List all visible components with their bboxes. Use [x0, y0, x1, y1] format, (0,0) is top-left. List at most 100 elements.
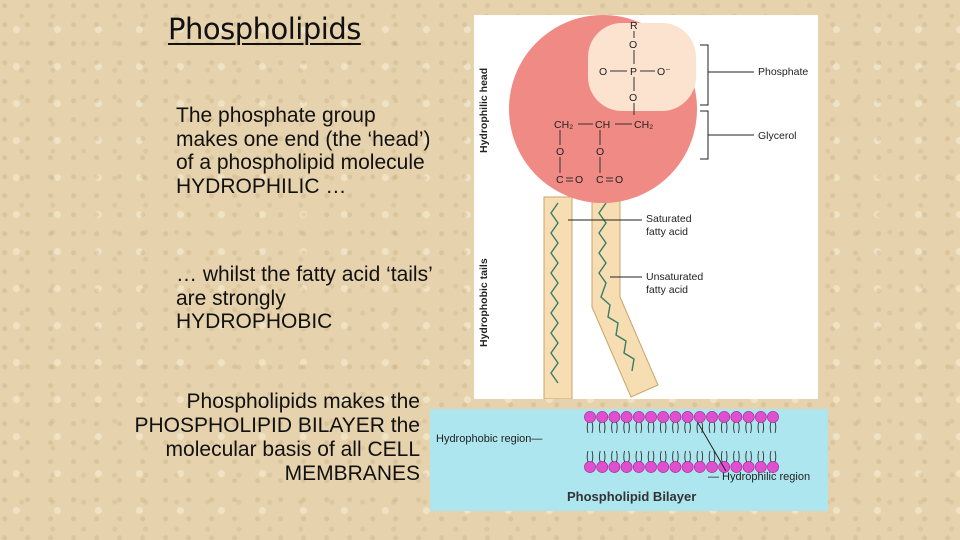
- bilayer-tail-bottom-5: [647, 450, 650, 463]
- bilayer-description: Phospholipids makes the PHOSPHOLIPID BIL…: [134, 390, 420, 485]
- bilayer-head-top-11: [718, 411, 731, 423]
- bilayer-head-top-8: [681, 411, 694, 423]
- bilayer-tail-top-6: [664, 421, 667, 434]
- bilayer-tail-bottom-3: [628, 450, 630, 463]
- bilayer-head-top-10: [706, 411, 718, 423]
- bilayer-tail-top-3: [628, 421, 630, 434]
- bilayer-tail-top-5: [652, 421, 655, 434]
- hydrophilic-head-label: Hydrophilic head: [478, 68, 490, 153]
- bilayer-tail-top-0: [586, 421, 589, 434]
- bilayer-tail-top-1: [598, 421, 601, 434]
- glycerol-label: Glycerol: [758, 130, 797, 142]
- bilayer-tail-bottom-8: [684, 450, 687, 463]
- bilayer-tail-bottom-10: [713, 450, 716, 463]
- bilayer-head-bottom-9: [693, 461, 706, 473]
- bilayer-tail-bottom-7: [672, 450, 674, 463]
- bilayer-tail-top-5: [647, 421, 650, 434]
- bilayer-caption: Phospholipid Bilayer: [567, 489, 696, 504]
- bilayer-head-bottom-8: [681, 461, 694, 473]
- saturated-tail: [543, 196, 573, 400]
- bilayer-tail-bottom-4: [640, 450, 643, 463]
- bilayer-tail-bottom-0: [591, 450, 594, 463]
- bilayer-tail-top-2: [611, 421, 613, 434]
- bilayer-tail-top-0: [591, 421, 594, 434]
- bilayer-tail-top-1: [603, 421, 606, 434]
- bilayer-head-bottom-4: [632, 461, 645, 473]
- atom-c-right: C: [596, 174, 604, 186]
- bilayer-tail-top-10: [708, 421, 711, 434]
- bilayer-head-bottom-3: [620, 461, 633, 473]
- atom-o-ester-left: O: [556, 146, 564, 158]
- bilayer-tail-top-8: [684, 421, 687, 434]
- bilayer-head-bottom-12: [730, 461, 743, 473]
- bilayer-head-top-4: [632, 411, 645, 423]
- bilayer-head-bottom-14: [754, 461, 767, 473]
- bilayer-tail-bottom-2: [615, 450, 618, 463]
- bilayer-tail-bottom-15: [774, 450, 777, 463]
- atom-ch2-right: CH₂: [634, 119, 653, 131]
- unsaturated-zigzag: [598, 202, 635, 372]
- bilayer-head-top-1: [596, 411, 609, 423]
- atom-o-mid: O: [575, 174, 583, 186]
- bilayer-tail-bottom-11: [725, 450, 728, 463]
- saturated-label-1: Saturated: [646, 213, 692, 225]
- bilayer-head-bottom-2: [608, 461, 621, 473]
- bilayer-tail-top-11: [720, 421, 723, 434]
- bilayer-tail-top-14: [757, 421, 760, 434]
- bilayer-tail-bottom-12: [737, 450, 740, 463]
- bilayer-head-bottom-13: [742, 461, 755, 473]
- bilayer-tail-bottom-3: [623, 450, 626, 463]
- atom-o-bottom: O: [629, 92, 637, 104]
- bilayer-tail-top-15: [774, 421, 777, 434]
- bilayer-tail-top-7: [672, 421, 674, 434]
- bilayer-tail-bottom-1: [598, 450, 601, 463]
- molecule-svg: R O O P O⁻ O CH₂ CH CH₂ O O C O C O: [478, 15, 808, 400]
- bilayer-head-top-14: [754, 411, 767, 423]
- bilayer-tail-bottom-2: [611, 450, 613, 463]
- bilayer-tail-top-9: [701, 421, 704, 434]
- bilayer-tail-top-14: [762, 421, 765, 434]
- bilayer-head-bottom-6: [657, 461, 670, 473]
- atom-ch2-left: CH₂: [554, 119, 573, 131]
- bilayer-tail-bottom-12: [733, 450, 735, 463]
- bilayer-head-top-6: [657, 411, 670, 423]
- bilayer-head-top-12: [730, 411, 743, 423]
- bilayer-head-top-9: [693, 411, 706, 423]
- bilayer-tail-bottom-6: [664, 450, 667, 463]
- bilayer-head-top-15: [767, 411, 779, 423]
- bilayer-head-top-3: [620, 411, 633, 423]
- bilayer-tail-bottom-14: [757, 450, 760, 463]
- bilayer-tail-bottom-8: [689, 450, 691, 463]
- molecule-atoms: R O O P O⁻ O CH₂ CH CH₂ O O C O C O: [554, 20, 671, 186]
- atom-o-left: O: [599, 66, 607, 78]
- bilayer-tail-top-8: [689, 421, 691, 434]
- bilayer-tail-top-3: [623, 421, 626, 434]
- bilayer-tail-top-9: [696, 421, 699, 434]
- bilayer-head-bottom-15: [767, 461, 779, 473]
- bilayer-tail-top-12: [737, 421, 740, 434]
- bilayer-tail-bottom-10: [708, 450, 711, 463]
- hydrophilic-region-label: — Hydrophilic region: [708, 471, 810, 483]
- bilayer-tail-bottom-9: [701, 450, 704, 463]
- phospholipid-bilayer-diagram: Hydrophobic region— — Hydrophilic region…: [430, 409, 828, 511]
- bilayer-tail-bottom-1: [603, 450, 606, 463]
- bilayer-tail-top-4: [635, 421, 638, 434]
- bilayer-tail-bottom-13: [750, 450, 752, 463]
- tail-description: … whilst the fatty acid ‘tails’ are stro…: [176, 263, 432, 333]
- bilayer-head-bottom-10: [706, 461, 718, 473]
- atom-o-ester-right: O: [596, 146, 604, 158]
- bilayer-head-top-2: [608, 411, 621, 423]
- bilayer-head-top-7: [669, 411, 682, 423]
- bilayer-tail-top-13: [745, 421, 748, 434]
- atom-p: P: [630, 66, 637, 78]
- bilayer-tail-top-11: [725, 421, 728, 434]
- saturated-label-2: fatty acid: [646, 226, 688, 238]
- bilayer-head-top-13: [742, 411, 755, 423]
- bilayer-tail-top-12: [733, 421, 735, 434]
- bilayer-molecules: [584, 411, 779, 473]
- bilayer-tail-bottom-14: [762, 450, 765, 463]
- bilayer-tail-top-7: [676, 421, 679, 434]
- atom-o-minus: O⁻: [657, 66, 671, 78]
- bilayer-tail-bottom-0: [586, 450, 589, 463]
- bilayer-tail-bottom-5: [652, 450, 655, 463]
